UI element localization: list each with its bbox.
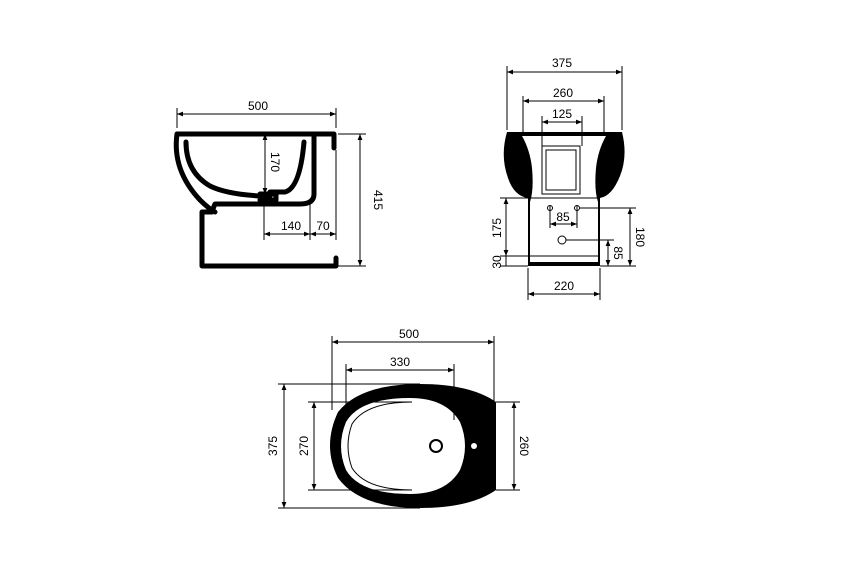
front-view: 375 260 125 85 175 30 180 85 bbox=[490, 56, 647, 300]
top-view-tap-hole bbox=[429, 439, 443, 453]
dim-30-label: 30 bbox=[490, 255, 504, 269]
dim-180-label: 180 bbox=[633, 227, 647, 247]
dim-125-label: 125 bbox=[552, 107, 572, 121]
dim-70-label: 70 bbox=[316, 219, 330, 233]
front-view-channel-inner bbox=[545, 149, 577, 191]
dim-260-label: 260 bbox=[553, 86, 573, 100]
front-view-channel bbox=[541, 145, 581, 195]
dim-top-260-label: 260 bbox=[517, 436, 531, 456]
dim-top-500-label: 500 bbox=[399, 327, 419, 341]
dim-top-375-label: 375 bbox=[266, 436, 280, 456]
dim-85h-label: 85 bbox=[556, 210, 570, 224]
top-view-bowl bbox=[341, 398, 465, 494]
dim-220-label: 220 bbox=[554, 279, 574, 293]
dim-175-label: 175 bbox=[490, 218, 504, 238]
side-view: 500 415 170 140 70 bbox=[173, 99, 385, 269]
top-view-overflow-hole bbox=[471, 443, 477, 449]
dim-top-270-label: 270 bbox=[297, 436, 311, 456]
side-view-bowl-outer bbox=[173, 131, 218, 215]
top-view: 500 330 375 270 260 bbox=[266, 327, 531, 509]
side-view-rim bbox=[311, 131, 337, 151]
dim-top-330-label: 330 bbox=[390, 355, 410, 369]
front-view-inner-left-curve bbox=[509, 139, 531, 185]
dim-85v-label: 85 bbox=[611, 246, 625, 260]
dim-140-label: 140 bbox=[281, 219, 301, 233]
top-view-rim-inner bbox=[347, 401, 413, 491]
dim-170-label: 170 bbox=[268, 152, 282, 172]
dim-375-label: 375 bbox=[552, 56, 572, 70]
side-view-trap bbox=[257, 191, 279, 203]
dim-415-label: 415 bbox=[371, 190, 385, 210]
side-view-bowl-inner bbox=[183, 139, 307, 199]
dim-500-label: 500 bbox=[248, 99, 268, 113]
front-view-inner-right-curve bbox=[597, 139, 619, 185]
front-view-inner bbox=[522, 136, 606, 262]
